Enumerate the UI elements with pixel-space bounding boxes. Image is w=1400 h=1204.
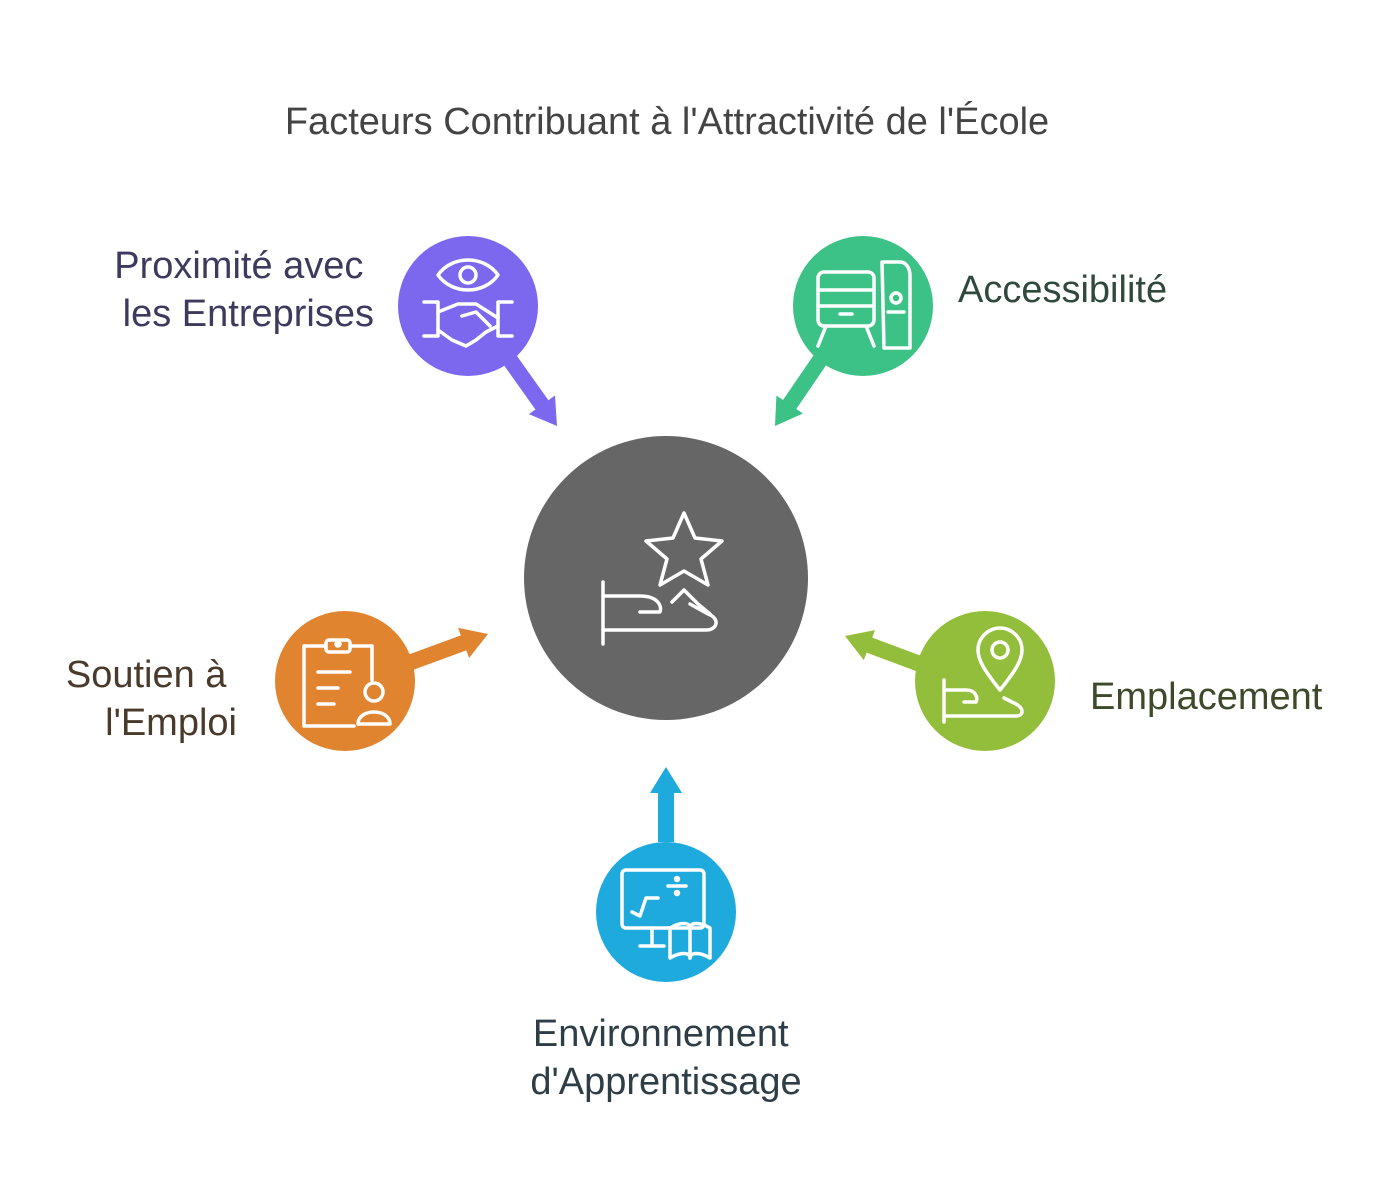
proximite-circle xyxy=(398,236,538,376)
clipboard-person-icon xyxy=(302,638,392,728)
location-pin-icon xyxy=(942,626,1024,724)
environnement-label-line-1: Environnement xyxy=(533,1013,789,1055)
accessibilite-arrow xyxy=(775,355,827,426)
train-icon xyxy=(816,260,912,350)
soutien-arrow xyxy=(403,627,488,672)
factor-emplacement: Emplacement xyxy=(915,611,1323,751)
diagram-title: Facteurs Contribuant à l'Attractivité de… xyxy=(285,100,1049,143)
factor-proximite: Proximité avec les Entreprises xyxy=(114,236,538,376)
arrows xyxy=(403,355,923,842)
proximite-label-line-1: Proximité avec xyxy=(114,245,363,287)
accessibilite-label-line-1: Accessibilité xyxy=(958,269,1167,311)
emplacement-arrow xyxy=(845,630,923,672)
hand-star-icon xyxy=(601,511,724,646)
soutien-label-line-1: Soutien à xyxy=(66,654,227,696)
center-node xyxy=(524,436,808,720)
factor-environnement: Environnement d'Apprentissage xyxy=(530,842,802,1103)
environnement-label: Environnement d'Apprentissage xyxy=(530,1013,801,1103)
soutien-label: Soutien à l'Emploi xyxy=(66,654,237,744)
environnement-arrow xyxy=(650,767,682,842)
factor-accessibilite: Accessibilité xyxy=(793,236,1167,376)
environnement-label-line-2: d'Apprentissage xyxy=(530,1061,801,1103)
factor-soutien: Soutien à l'Emploi xyxy=(66,611,415,751)
accessibilite-label: Accessibilité xyxy=(958,269,1167,311)
soutien-circle xyxy=(275,611,415,751)
monitor-book-icon xyxy=(620,868,712,960)
environnement-circle xyxy=(596,842,736,982)
proximite-label: Proximité avec les Entreprises xyxy=(114,245,374,335)
center-circle xyxy=(524,436,808,720)
proximite-arrow xyxy=(503,355,557,426)
soutien-label-line-2: l'Emploi xyxy=(105,702,237,744)
proximite-label-line-2: les Entreprises xyxy=(123,293,374,335)
emplacement-label: Emplacement xyxy=(1090,676,1323,718)
eye-handshake-icon xyxy=(422,258,514,348)
emplacement-label-line-1: Emplacement xyxy=(1090,676,1323,718)
